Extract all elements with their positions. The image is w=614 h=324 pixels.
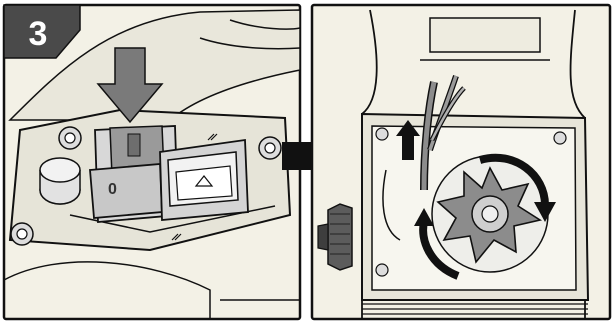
switch-off-mark: 0 (108, 181, 117, 198)
screw-boss-left-top (59, 127, 81, 149)
right-panel (312, 5, 610, 319)
screw-boss-right (259, 137, 281, 159)
secondary-rocker-switch (160, 140, 248, 220)
compartment-screw-bottom-left (376, 264, 388, 276)
left-panel: 0 3 (4, 5, 300, 319)
indicator-knob (40, 158, 80, 204)
step-number: 3 (29, 15, 48, 53)
compartment-screw-top-left (376, 128, 388, 140)
compartment-screw-top-right (554, 132, 566, 144)
screw-boss-left-bottom (11, 223, 33, 245)
